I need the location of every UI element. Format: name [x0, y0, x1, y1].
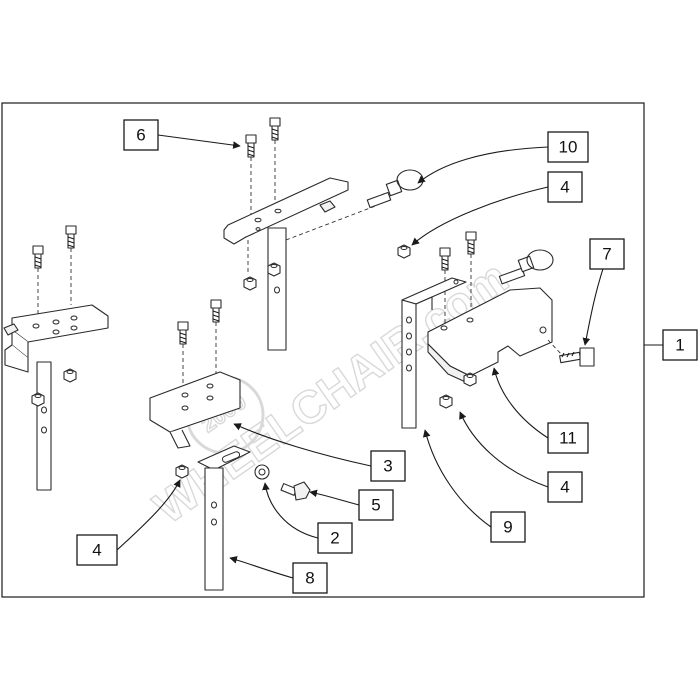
- callout-label: 4: [560, 178, 569, 197]
- nut-icon: [463, 372, 477, 387]
- callout-label: 9: [503, 518, 512, 537]
- ball-lock-pin-icon: [498, 249, 554, 285]
- callout-4-left: 4: [76, 534, 118, 566]
- screw-icon: [439, 247, 451, 271]
- nut-icon: [397, 244, 411, 259]
- callout-label: 2: [330, 529, 339, 548]
- screw-icon: [210, 299, 222, 323]
- nut-icon: [31, 392, 45, 407]
- callout-1: 1: [662, 329, 698, 361]
- callout-2: 2: [317, 522, 353, 554]
- nut-icon: [243, 276, 257, 291]
- diagram-frame: [1, 102, 645, 598]
- callout-4-right: 4: [547, 471, 583, 503]
- nut-icon: [175, 464, 189, 479]
- bolt-icon: [559, 347, 595, 367]
- callout-label: 5: [371, 496, 380, 515]
- callout-label: 10: [559, 138, 578, 157]
- vertical-bracket: [401, 299, 417, 429]
- bracket-plate: [149, 371, 241, 433]
- callout-label: 11: [559, 429, 577, 448]
- assembly-right: [397, 231, 595, 429]
- callout-7: 7: [589, 238, 625, 270]
- assembly-left: [3, 225, 109, 491]
- ball-lock-pin-icon: [366, 169, 424, 209]
- callout-label: 4: [92, 541, 101, 560]
- screw-icon: [465, 231, 477, 255]
- knob-icon: [3, 323, 19, 336]
- callout-label: 4: [560, 478, 569, 497]
- screw-icon: [269, 117, 281, 141]
- post-tube: [36, 361, 52, 491]
- assembly-top: [223, 117, 424, 351]
- screw-icon: [65, 225, 77, 249]
- screw-icon: [32, 245, 44, 269]
- callout-label: 3: [383, 457, 392, 476]
- screw-icon: [177, 321, 189, 345]
- knob-icon: [319, 200, 336, 213]
- nut-icon: [439, 394, 453, 409]
- nut-icon: [267, 262, 281, 277]
- callout-4-top: 4: [547, 171, 583, 203]
- callout-label: 7: [602, 245, 611, 264]
- callout-10: 10: [547, 131, 589, 163]
- nut-icon: [63, 368, 77, 383]
- callout-9: 9: [490, 511, 526, 543]
- callout-label: 8: [305, 569, 314, 588]
- callout-8: 8: [292, 562, 328, 594]
- callout-3: 3: [370, 450, 406, 482]
- callout-label: 1: [675, 336, 684, 355]
- screw-icon: [245, 134, 257, 158]
- callout-6: 6: [123, 119, 159, 151]
- callout-label: 6: [136, 126, 145, 145]
- assembly-center: [149, 299, 311, 591]
- post-tube: [204, 467, 224, 591]
- callout-5: 5: [358, 489, 394, 521]
- knob-icon: [280, 481, 311, 501]
- callout-11: 11: [547, 422, 589, 454]
- bracket-plate: [11, 304, 109, 343]
